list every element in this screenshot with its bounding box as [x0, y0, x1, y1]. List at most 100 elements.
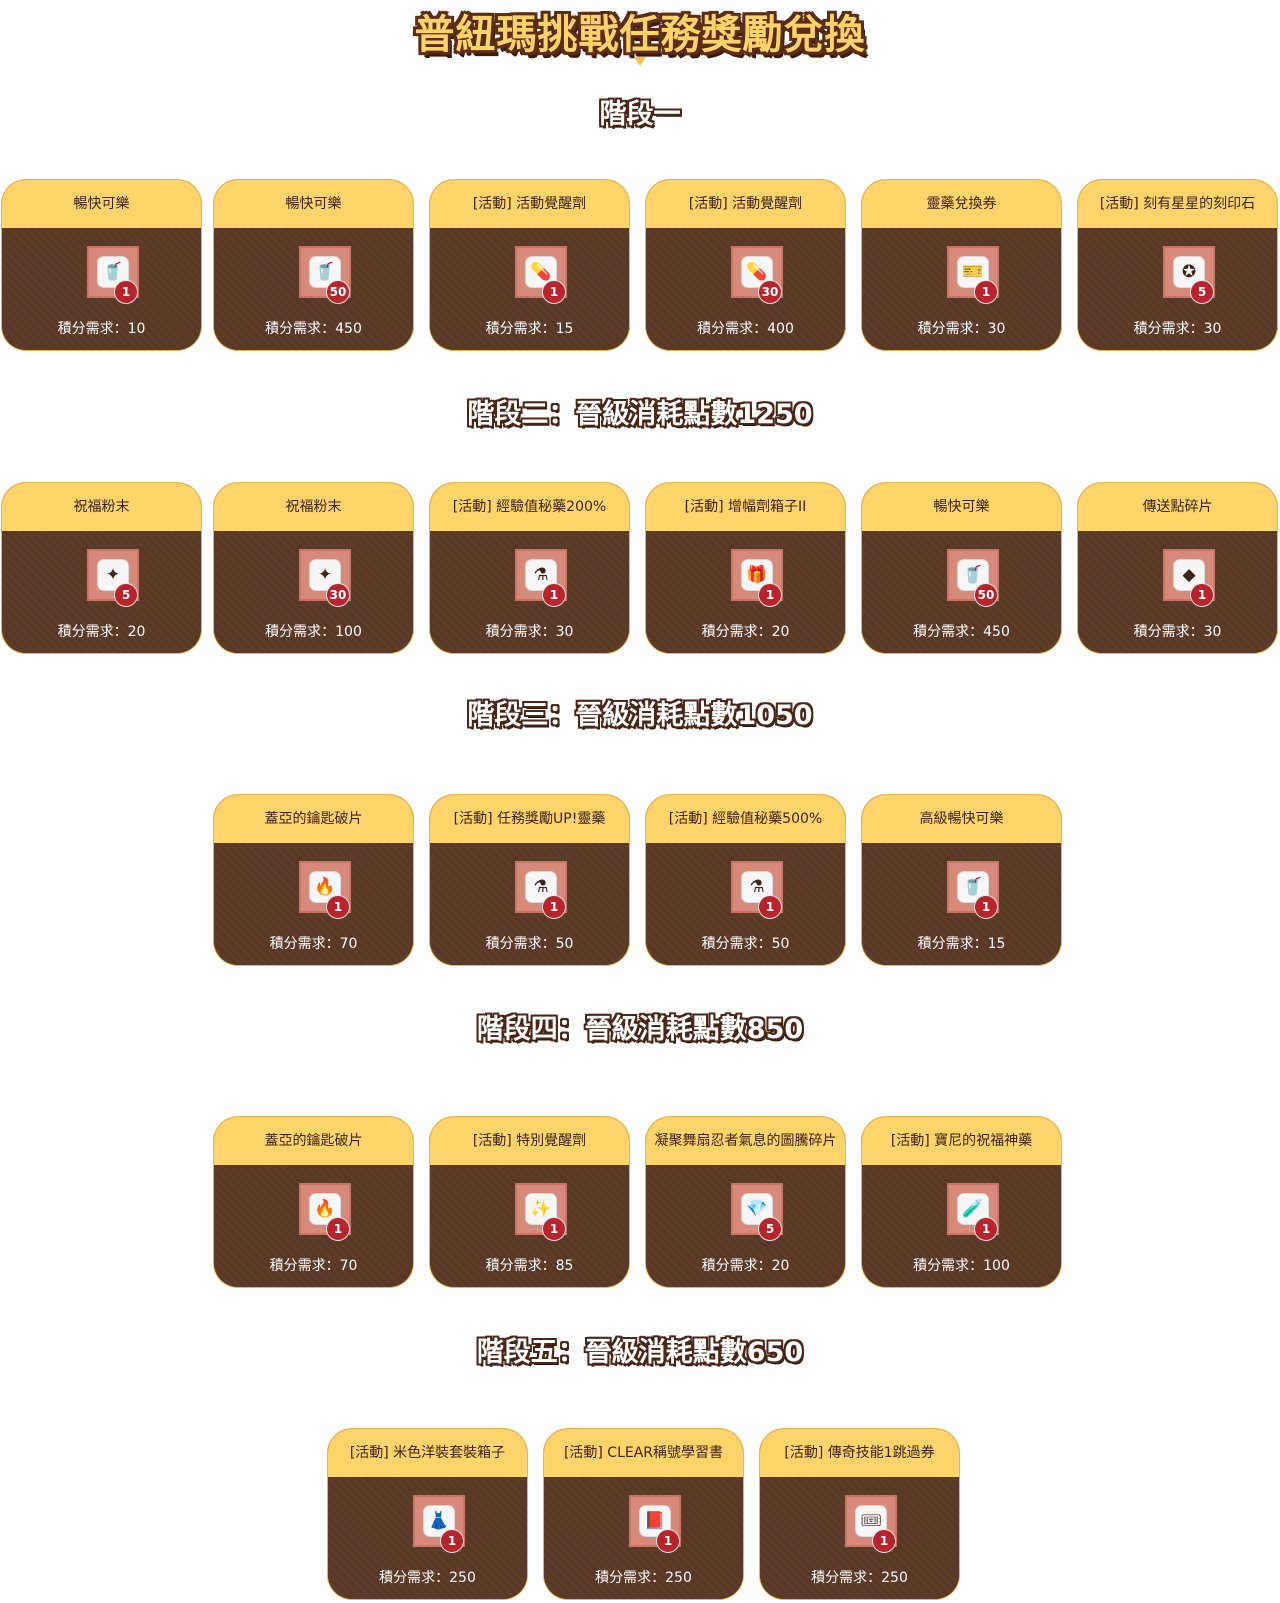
item-icon-frame[interactable]: 🥤 [947, 861, 999, 913]
quantity-badge: 1 [326, 895, 350, 919]
points-required: 積分需求：20 [701, 1258, 790, 1274]
points-required: 積分需求：30 [1133, 624, 1222, 640]
item-icon-frame[interactable]: 💎 [731, 1183, 783, 1235]
item-icon-frame[interactable]: 🥤 [299, 246, 351, 298]
quantity-badge: 1 [542, 583, 566, 607]
reward-name: [活動] 活動覺醒劑 [646, 180, 845, 228]
item-icon-frame[interactable]: 🔥 [299, 1183, 351, 1235]
reward-name: 靈藥兌換券 [862, 180, 1061, 228]
reward-name: 傳送點碎片 [1078, 483, 1277, 531]
item-icon-frame[interactable]: 🧪 [947, 1183, 999, 1235]
reward-name: [活動] 經驗值秘藥500% [646, 795, 845, 843]
reward-name: [活動] CLEAR稱號學習書 [544, 1429, 743, 1477]
reward-name: [活動] 任務獎勵UP!靈藥 [430, 795, 629, 843]
points-required: 積分需求：250 [811, 1570, 908, 1586]
reward-name: 凝聚舞扇忍者氣息的圖騰碎片 [646, 1117, 845, 1165]
points-required: 積分需求：15 [917, 936, 1006, 952]
reward-name: [活動] 活動覺醒劑 [430, 180, 629, 228]
quantity-badge: 5 [114, 583, 138, 607]
item-icon-frame[interactable]: 🥤 [87, 246, 139, 298]
stage-label: 階段五：晉級消耗點數650 [476, 1337, 804, 1368]
reward-name: [活動] 米色洋裝套裝箱子 [328, 1429, 527, 1477]
reward-name: 暢快可樂 [862, 483, 1061, 531]
item-icon-frame[interactable]: 📕 [629, 1495, 681, 1547]
item-icon-frame[interactable]: ✦ [299, 549, 351, 601]
quantity-badge: 1 [974, 280, 998, 304]
quantity-badge: 1 [758, 583, 782, 607]
reward-card[interactable]: 靈藥兌換券 🎫1 積分需求：30 [862, 180, 1061, 350]
points-required: 積分需求：100 [913, 1258, 1010, 1274]
stage-label: 階段二：晉級消耗點數1250 [467, 399, 813, 430]
points-required: 積分需求：450 [913, 624, 1010, 640]
reward-body: 🧪1 積分需求：100 [862, 1165, 1061, 1287]
points-required: 積分需求：30 [917, 321, 1006, 337]
quantity-badge: 1 [872, 1529, 896, 1553]
points-required: 積分需求：70 [269, 1258, 358, 1274]
points-required: 積分需求：250 [379, 1570, 476, 1586]
points-required: 積分需求：400 [697, 321, 794, 337]
reward-name: 暢快可樂 [2, 180, 201, 228]
points-required: 積分需求：30 [1133, 321, 1222, 337]
points-required: 積分需求：50 [701, 936, 790, 952]
reward-card[interactable]: [活動] 經驗值秘藥500% ⚗1 積分需求：50 [646, 795, 845, 965]
reward-name: [活動] 增幅劑箱子II [646, 483, 845, 531]
reward-name: 高級暢快可樂 [862, 795, 1061, 843]
points-required: 積分需求：450 [265, 321, 362, 337]
reward-name: [活動] 傳奇技能1跳過券 [760, 1429, 959, 1477]
elixir-ticket-icon: 🎫 [958, 257, 988, 287]
quantity-badge: 30 [326, 583, 350, 607]
points-required: 積分需求：20 [57, 624, 146, 640]
quantity-badge: 50 [974, 583, 998, 607]
quantity-badge: 5 [1190, 280, 1214, 304]
quantity-badge: 1 [974, 1217, 998, 1241]
cola-can-icon: 🥤 [98, 257, 128, 287]
quantity-badge: 1 [542, 895, 566, 919]
stage-label: 階段四：晉級消耗點數850 [476, 1014, 804, 1045]
reward-name: [活動] 刻有星星的刻印石 [1078, 180, 1277, 228]
stage-label: 階段三：晉級消耗點數1050 [467, 700, 813, 731]
reward-name: 暢快可樂 [214, 180, 413, 228]
quantity-badge: 30 [758, 280, 782, 304]
points-required: 積分需求：30 [485, 624, 574, 640]
points-required: 積分需求：15 [485, 321, 574, 337]
quantity-badge: 1 [542, 280, 566, 304]
item-icon-frame[interactable]: ⚗ [515, 549, 567, 601]
quantity-badge: 1 [758, 895, 782, 919]
points-required: 積分需求：10 [57, 321, 146, 337]
item-icon-frame[interactable]: ⚗ [731, 861, 783, 913]
